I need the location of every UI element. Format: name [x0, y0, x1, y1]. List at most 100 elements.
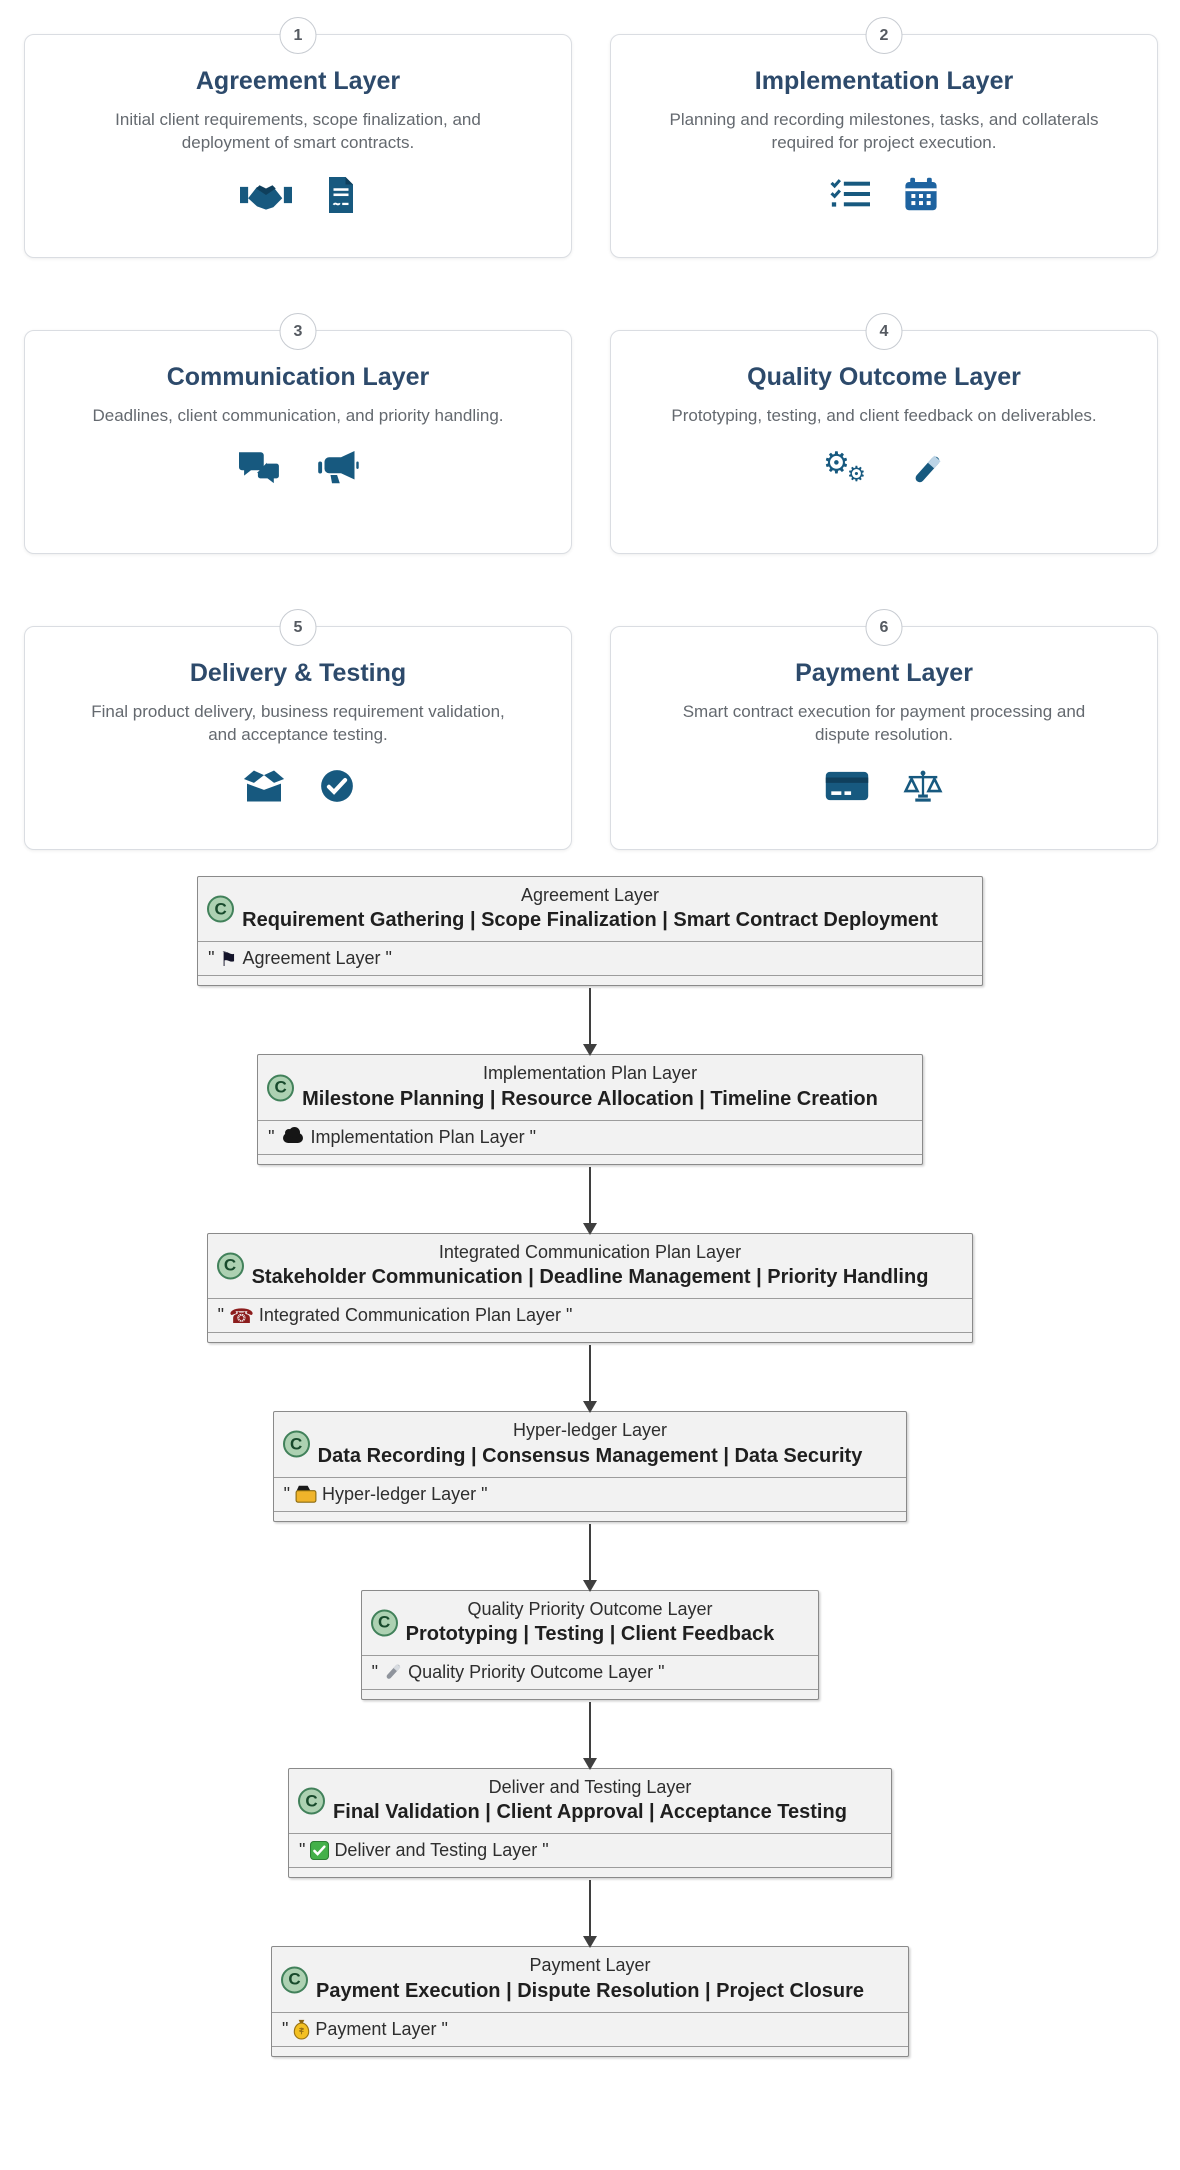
node-header: C Quality Priority Outcome Layer Prototy…	[362, 1591, 819, 1655]
card-title: Payment Layer	[795, 659, 973, 687]
card-description: Initial client requirements, scope final…	[115, 110, 481, 152]
card-icons	[611, 177, 1157, 211]
node-label-row: " Hyper-ledger Layer "	[273, 1476, 907, 1511]
layer-flowchart: C Agreement Layer Requirement Gathering …	[0, 876, 1180, 2093]
card-icons: ⚙⚙	[611, 446, 1157, 490]
balance-scale-icon	[903, 769, 943, 804]
card-number-badge: 2	[865, 17, 903, 54]
node-label-row: " ☎ Integrated Communication Plan Layer …	[207, 1298, 973, 1332]
card-icons	[25, 450, 571, 486]
card-title: Delivery & Testing	[189, 659, 407, 687]
class-badge-icon: C	[281, 1966, 309, 1994]
flow-node-agreement-layer: C Agreement Layer Requirement Gathering …	[197, 876, 983, 987]
node-title: Integrated Communication Plan Layer	[438, 1241, 742, 1262]
vial-icon	[909, 452, 945, 488]
node-label-row: " Deliver and Testing Layer "	[289, 1833, 891, 1867]
file-contract-icon	[326, 176, 356, 213]
tasks-icon	[830, 178, 870, 210]
node-title: Quality Priority Outcome Layer	[467, 1598, 713, 1619]
card-title: Agreement Layer	[195, 67, 401, 95]
gear-small-glyph: ⚙	[847, 461, 866, 486]
card-implementation-layer: 2 Implementation Layer Planning and reco…	[610, 17, 1158, 258]
node-label-row: " Payment Layer "	[272, 2011, 908, 2046]
class-badge-icon: C	[267, 1074, 295, 1102]
card-number-badge: 6	[865, 609, 903, 646]
node-label: Hyper-ledger Layer	[322, 1483, 477, 1504]
card-communication-layer: 3 Communication Layer Deadlines, client …	[24, 313, 572, 554]
card-icons	[611, 769, 1157, 804]
credit-card-icon	[825, 770, 869, 802]
node-title: Implementation Plan Layer	[482, 1063, 698, 1084]
close-quote: "	[658, 1661, 665, 1682]
close-quote: "	[529, 1126, 537, 1147]
flow-arrow-down	[589, 1880, 591, 1947]
flow-node-payment-layer: C Payment Layer Payment Execution | Disp…	[271, 1946, 909, 2057]
node-title: Payment Layer	[529, 1955, 651, 1976]
class-badge-icon: C	[282, 1430, 310, 1458]
close-quote: "	[385, 948, 392, 969]
money-bag-icon	[293, 2019, 310, 2040]
open-quote: "	[299, 1840, 306, 1861]
node-features: Stakeholder Communication | Deadline Man…	[251, 1266, 929, 1289]
card-number-badge: 3	[279, 313, 317, 350]
node-features: Payment Execution | Dispute Resolution |…	[316, 1979, 864, 2002]
cloud-icon	[282, 1127, 303, 1144]
card-number-badge: 4	[865, 313, 903, 350]
node-footer	[361, 1688, 819, 1699]
layer-cards-grid: 1 Agreement Layer Initial client require…	[0, 0, 1180, 876]
card-number-badge: 5	[279, 609, 317, 646]
phone-icon: ☎	[228, 1303, 254, 1328]
card-payment-layer: 6 Payment Layer Smart contract execution…	[610, 609, 1158, 850]
node-header: C Agreement Layer Requirement Gathering …	[198, 877, 982, 941]
card-icons	[25, 769, 571, 803]
node-label-row: " Implementation Plan Layer "	[258, 1119, 922, 1154]
node-features: Requirement Gathering | Scope Finalizati…	[242, 909, 938, 932]
close-quote: "	[481, 1483, 488, 1504]
node-footer	[258, 1153, 922, 1164]
flow-node-implementation-plan-layer: C Implementation Plan Layer Milestone Pl…	[257, 1054, 923, 1165]
card-title: Implementation Layer	[754, 67, 1014, 95]
check-square-icon	[310, 1841, 330, 1861]
vial-icon	[383, 1662, 403, 1682]
gear-big-glyph: ⚙	[823, 445, 850, 481]
node-header: C Integrated Communication Plan Layer St…	[208, 1234, 973, 1298]
card-title: Communication Layer	[166, 363, 430, 391]
node-header: C Deliver and Testing Layer Final Valida…	[289, 1769, 891, 1833]
node-label: Agreement Layer	[242, 948, 381, 969]
open-quote: "	[217, 1305, 224, 1326]
flow-arrow-down	[589, 988, 591, 1055]
handshake-icon	[240, 178, 292, 212]
class-badge-icon: C	[207, 895, 235, 923]
flow-arrow-down	[589, 1701, 591, 1768]
node-footer	[198, 975, 982, 985]
card-description: Planning and recording milestones, tasks…	[669, 110, 1099, 152]
node-features: Final Validation | Client Approval | Acc…	[333, 1801, 847, 1824]
close-quote: "	[566, 1305, 573, 1326]
node-title: Deliver and Testing Layer	[488, 1776, 692, 1797]
flag-icon: ⚑	[219, 946, 238, 971]
node-footer	[272, 2045, 908, 2056]
box-open-icon	[242, 769, 286, 803]
node-label: Payment Layer	[315, 2018, 437, 2039]
node-footer	[273, 1510, 907, 1521]
card-description: Prototyping, testing, and client feedbac…	[671, 406, 1097, 425]
card-agreement-layer: 1 Agreement Layer Initial client require…	[24, 17, 572, 258]
card-description: Final product delivery, business require…	[91, 702, 505, 744]
open-quote: "	[208, 948, 215, 969]
flow-node-quality-priority-outcome-layer: C Quality Priority Outcome Layer Prototy…	[360, 1589, 820, 1700]
class-badge-icon: C	[216, 1252, 244, 1280]
node-title: Agreement Layer	[520, 885, 660, 905]
close-quote: "	[542, 1840, 549, 1861]
folder-icon	[295, 1485, 317, 1503]
class-badge-icon: C	[370, 1609, 398, 1637]
node-title: Hyper-ledger Layer	[512, 1420, 668, 1441]
comments-icon	[237, 450, 283, 486]
node-header: C Implementation Plan Layer Milestone Pl…	[258, 1055, 922, 1119]
flow-node-integrated-communication-plan-layer: C Integrated Communication Plan Layer St…	[206, 1232, 974, 1344]
flow-arrow-down	[589, 1523, 591, 1590]
cogs-icon: ⚙⚙	[823, 446, 875, 490]
card-delivery-testing: 5 Delivery & Testing Final product deliv…	[24, 609, 572, 850]
flow-arrow-down	[589, 1345, 591, 1412]
bullhorn-icon	[317, 451, 359, 484]
card-description: Smart contract execution for payment pro…	[682, 702, 1086, 744]
